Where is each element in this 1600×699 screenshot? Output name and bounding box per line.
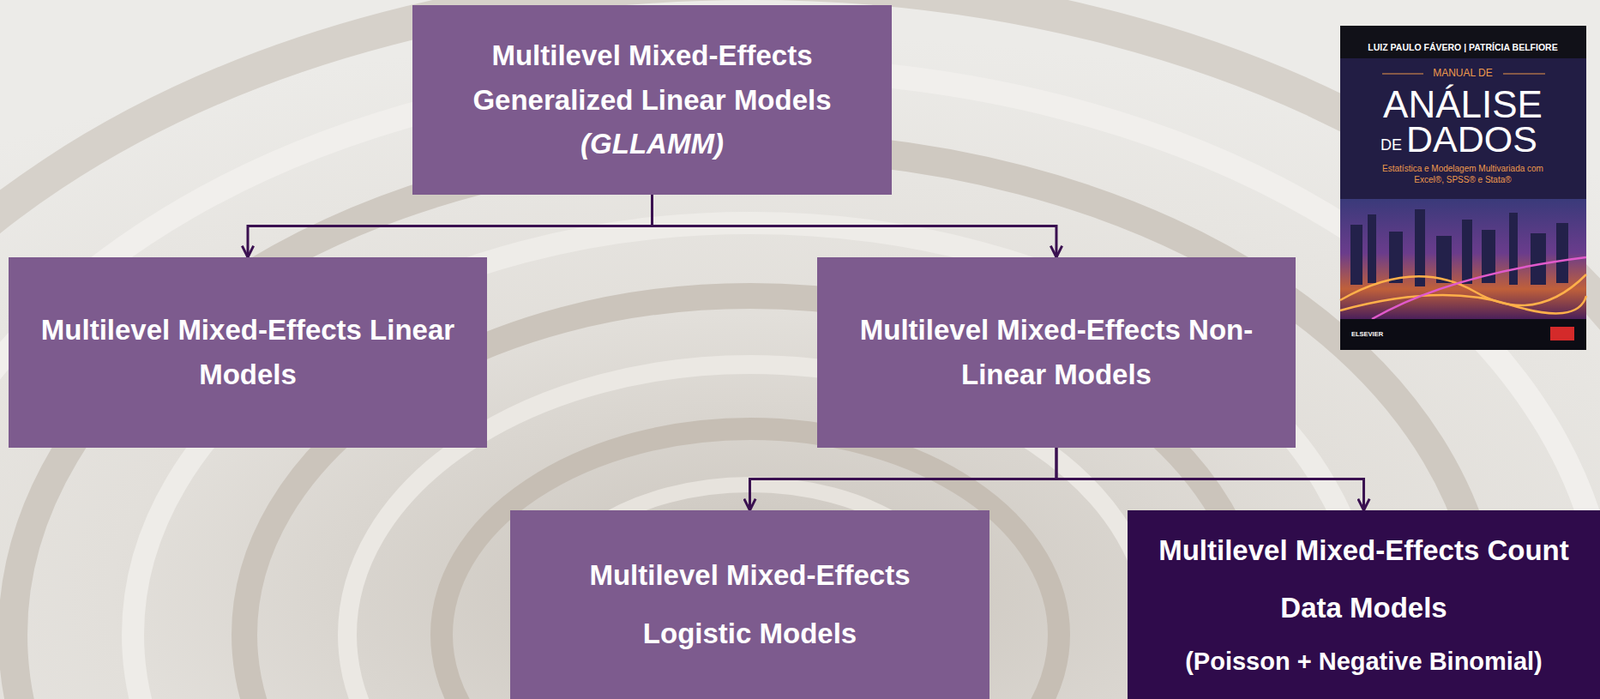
connector-arrow [652,194,1058,258]
box-label: (GLLAMM) [580,121,724,166]
connector-arrow [247,194,653,258]
cover-text: LUIZ PAULO FÁVERO | PATRÍCIA BELFIORE [1367,42,1558,54]
box-label: Multilevel Mixed-Effects Count Data Mode… [1153,522,1575,637]
process-box: Multilevel Mixed-Effects Non-Linear Mode… [817,257,1296,448]
box-label: Multilevel Mixed-Effects Logistic Models [535,546,964,663]
cover-ground [1340,25,1587,350]
cover-top-band [1340,25,1587,59]
box-label: Multilevel Mixed-Effects Non-Linear Mode… [842,307,1270,397]
cover-text: Estatística e Modelagem Multivariada com… [1368,162,1558,186]
cover-text: MANUAL DE [1432,67,1493,79]
box-label: Multilevel Mixed-Effects Generalized Lin… [438,33,867,122]
cover-text: DADOS [1406,119,1538,160]
cover-rule [1382,72,1424,74]
cover-badge [1550,326,1575,341]
process-box: Multilevel Mixed-Effects Generalized Lin… [412,5,892,195]
process-box: Multilevel Mixed-Effects Linear Models [8,257,488,448]
cover-rule [1503,72,1546,74]
cover-highways [1340,257,1587,319]
cover-text: ELSEVIER [1351,330,1384,338]
process-box: Multilevel Mixed-Effects Count Data Mode… [1127,510,1600,699]
box-label: (Poisson + Negative Binomial) [1184,636,1543,687]
cover-bottom-band [1340,318,1587,350]
connector-arrow [750,447,1058,511]
box-label: Multilevel Mixed-Effects Linear Models [34,307,462,397]
book-cover [1340,25,1587,350]
cover-city [1340,198,1587,319]
cover-text: DE [1380,137,1402,155]
cover-skyline [1350,209,1569,287]
connector-arrow [1056,447,1365,511]
process-box: Multilevel Mixed-Effects Logistic Models [510,510,990,699]
